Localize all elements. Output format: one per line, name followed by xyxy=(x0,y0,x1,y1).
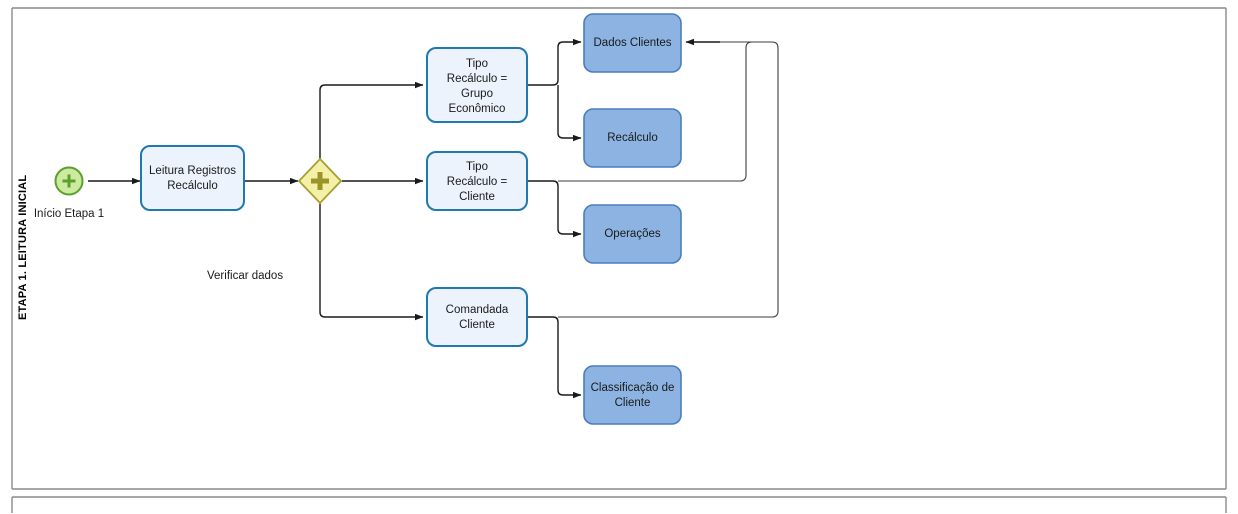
task-classificacao-line1: Classificação de xyxy=(591,382,675,394)
task-operacoes[interactable]: Operações xyxy=(583,204,682,264)
task-leitura-registros-box[interactable] xyxy=(140,145,245,211)
task-tipo-grupo-line3: Grupo xyxy=(461,88,493,100)
task-classificacao-line2: Cliente xyxy=(615,397,651,409)
task-classificacao-cliente[interactable]: Classificação de Cliente xyxy=(583,365,682,425)
task-tipo-cliente-line2: Recálculo = xyxy=(447,176,508,188)
flow-comandada-to-classificacao xyxy=(527,316,582,399)
task-operacoes-box[interactable] xyxy=(583,204,682,264)
pool-frame xyxy=(11,7,1227,513)
task-dados-clientes-label: Dados Clientes xyxy=(594,37,672,49)
task-operacoes-label: Operações xyxy=(604,228,661,240)
flow-tipogrupo-to-recalculo xyxy=(557,85,582,142)
task-dados-clientes[interactable]: Dados Clientes xyxy=(583,13,682,73)
plus-icon xyxy=(311,172,329,190)
task-leitura-registros-line2: Recálculo xyxy=(167,180,218,192)
task-tipo-recalculo-cliente-box[interactable] xyxy=(426,151,528,211)
task-recalculo-label: Recálculo xyxy=(607,132,658,144)
flow-tipocliente-to-operacoes xyxy=(527,180,582,238)
task-comandada-line2: Cliente xyxy=(459,319,495,331)
task-tipo-cliente-line1: Tipo xyxy=(466,161,488,173)
task-classificacao-cliente-box[interactable] xyxy=(583,365,682,425)
lane-title: ETAPA 1. LEITURA INICIAL xyxy=(17,175,29,320)
task-tipo-grupo-line4: Econômico xyxy=(449,103,506,115)
task-dados-clientes-box[interactable] xyxy=(583,13,682,73)
task-recalculo[interactable]: Recálculo xyxy=(583,108,682,168)
task-leitura-registros[interactable]: Leitura Registros Recálculo xyxy=(140,145,245,211)
task-comandada-line1: Comandada xyxy=(446,304,509,316)
task-comandada-cliente-box[interactable] xyxy=(426,287,528,347)
task-tipo-recalculo-grupo[interactable]: Tipo Recálculo = Grupo Econômico xyxy=(426,47,528,123)
flow-gateway-to-tipo-grupo xyxy=(319,81,424,160)
task-tipo-cliente-line3: Cliente xyxy=(459,191,495,203)
multiple-event-plus-icon xyxy=(62,174,76,188)
task-tipo-grupo-line2: Recálculo = xyxy=(447,73,508,85)
task-leitura-registros-line1: Leitura Registros xyxy=(149,165,236,177)
edge-label-verificar-dados: Verificar dados xyxy=(207,270,283,282)
connectors xyxy=(88,38,779,399)
task-comandada-cliente[interactable]: Comandada Cliente xyxy=(426,287,528,347)
task-tipo-recalculo-grupo-box[interactable] xyxy=(426,47,528,123)
flow-return-bottom xyxy=(558,41,779,318)
start-event-label: Início Etapa 1 xyxy=(34,208,104,220)
task-tipo-recalculo-cliente[interactable]: Tipo Recálculo = Cliente xyxy=(426,151,528,211)
start-event[interactable] xyxy=(54,166,84,196)
flow-tipogrupo-to-dadosclientes xyxy=(527,38,582,86)
task-tipo-grupo-line1: Tipo xyxy=(466,58,488,70)
parallel-gateway[interactable] xyxy=(297,157,343,205)
flow-gateway-to-comandada xyxy=(319,202,424,321)
task-recalculo-box[interactable] xyxy=(583,108,682,168)
